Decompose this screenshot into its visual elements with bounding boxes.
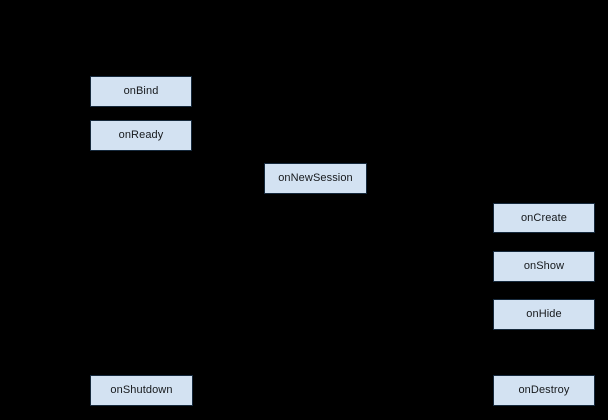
- node-onnewsession[interactable]: onNewSession: [264, 163, 367, 194]
- node-onbind[interactable]: onBind: [90, 76, 192, 107]
- node-label: onShow: [523, 260, 565, 272]
- node-onshutdown[interactable]: onShutdown: [90, 375, 193, 406]
- node-onready[interactable]: onReady: [90, 120, 192, 151]
- node-label: onReady: [118, 129, 164, 141]
- node-label: onShutdown: [110, 384, 173, 396]
- node-label: onNewSession: [278, 172, 353, 184]
- node-label: onDestroy: [518, 384, 570, 396]
- node-ondestroy[interactable]: onDestroy: [493, 375, 595, 406]
- node-label: onHide: [526, 308, 562, 320]
- node-onhide[interactable]: onHide: [493, 299, 595, 330]
- node-label: onCreate: [520, 211, 568, 224]
- node-label: onBind: [123, 85, 159, 97]
- node-oncreate[interactable]: onCreate: [493, 203, 595, 233]
- node-onshow[interactable]: onShow: [493, 251, 595, 282]
